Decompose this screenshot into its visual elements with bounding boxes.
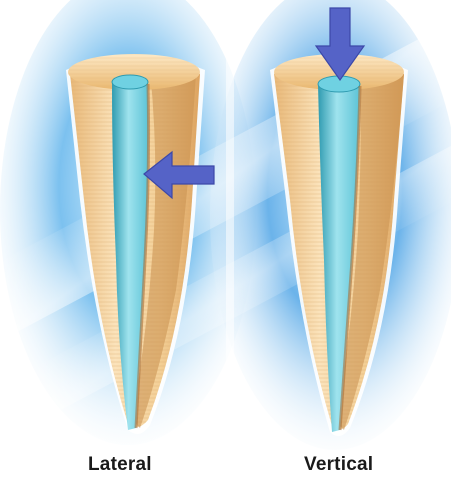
label-lateral: Lateral [88, 454, 152, 476]
label-vertical: Vertical [304, 454, 373, 476]
